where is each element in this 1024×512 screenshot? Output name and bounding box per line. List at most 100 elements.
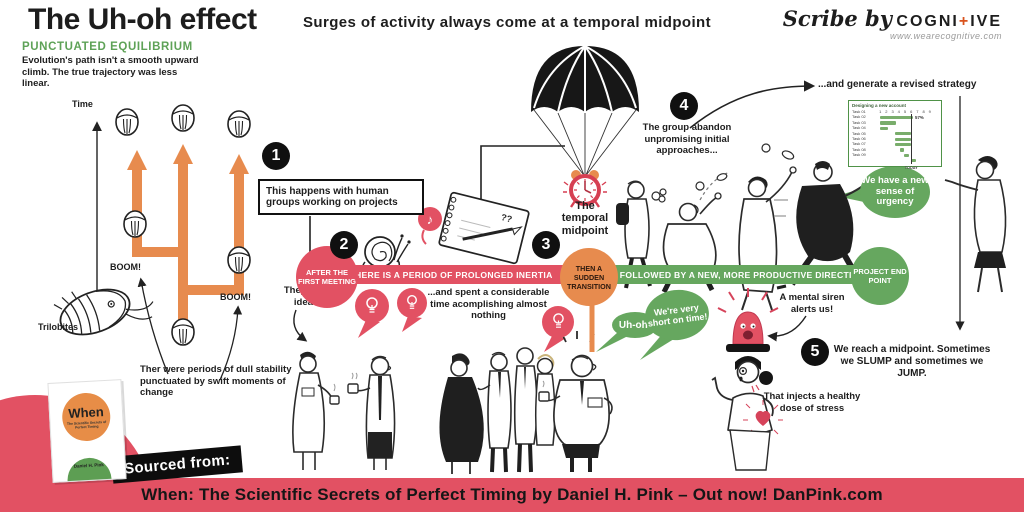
lightbulb-icon <box>366 296 378 313</box>
brand-logo: Scribe by COGNI+IVE www.wearecognitive.c… <box>783 6 1002 41</box>
chart-task-label: Task 03 <box>852 119 866 125</box>
book-cover-circle: When The Scientific Secrets of Perfect T… <box>61 391 112 443</box>
chart-row <box>874 126 936 131</box>
chart-task-label: Task 08 <box>852 146 866 152</box>
logo-script-text: Scribe by <box>782 6 892 31</box>
chart-row <box>874 153 936 158</box>
chart-bar <box>911 159 916 163</box>
step-3-marker: 3 <box>532 231 560 259</box>
time-label: Time <box>72 99 93 109</box>
book-author-circle: Daniel H. Pink <box>66 456 113 483</box>
step-4-marker: 4 <box>670 92 698 120</box>
chart-tick: 7 <box>916 109 919 114</box>
chart-row <box>874 147 936 152</box>
chart-bar <box>900 148 905 152</box>
chart-task-label: Task 07 <box>852 141 866 147</box>
trilobites-label: Trilobites <box>38 322 79 332</box>
step-2-marker: 2 <box>330 231 358 259</box>
stress-callout: That injects a healthy dose of stress <box>763 391 861 414</box>
person-backpack <box>616 180 667 289</box>
chart-tick: 4 <box>897 109 900 114</box>
timeline-transition-node: THEN A SUDDEN TRANSITION <box>560 248 618 306</box>
chart-annotation: 57% <box>915 115 924 120</box>
book-subtitle: The Scientific Secrets of Perfect Timing <box>66 419 107 430</box>
person-woman-black-dress <box>439 353 484 474</box>
notepad-scribble: ?? <box>500 212 513 224</box>
chart-task-label: Task 09 <box>852 152 866 158</box>
music-note-bubble: ♪ <box>418 207 442 245</box>
chart-row <box>874 137 936 142</box>
step-1-marker: 1 <box>262 142 290 170</box>
chart-tick: 6 <box>910 109 913 114</box>
siren-arrow <box>767 315 807 342</box>
heart-icon <box>743 400 783 435</box>
swoosh-arrow-revised <box>689 80 816 129</box>
page-subtitle: Surges of activity always come at a temp… <box>303 14 711 31</box>
lightbulb-icon <box>552 313 564 328</box>
person-startled-man <box>538 304 613 472</box>
person-pointing-woman <box>944 156 1007 293</box>
boom-label-right: BOOM! <box>220 292 251 302</box>
siren-icon <box>717 288 779 352</box>
chart-title: Designing a new account <box>852 103 907 108</box>
person-man-suit <box>477 351 512 473</box>
timeline-end-node: PROJECT END POINT <box>851 247 909 305</box>
person-woman-coffee <box>292 351 340 470</box>
logo-url: www.wearecognitive.com <box>889 31 1002 41</box>
section-heading: PUNCTUATED EQUILIBRIUM <box>22 41 193 53</box>
temporal-midpoint-label: The temporal midpoint <box>561 200 609 237</box>
chart-tick: 1 <box>879 109 882 114</box>
chart-row <box>874 142 936 147</box>
revised-callout: ...and generate a revised strategy <box>818 79 977 90</box>
book-author: Daniel H. Pink <box>73 462 104 469</box>
chart-row <box>874 158 936 163</box>
music-note-icon: ♪ <box>427 212 434 227</box>
step-5-note: We reach a midpoint. Sometimes we SLUMP … <box>833 344 991 380</box>
chart-bar <box>880 121 897 125</box>
lightbulb-bubble-1 <box>355 289 389 323</box>
chart-task-label: Task 05 <box>852 130 866 136</box>
notepad-icon: ?? <box>438 191 530 265</box>
evolution-tree-icon <box>127 144 249 327</box>
chart-bar <box>880 116 914 120</box>
chart-tick: 3 <box>891 109 894 114</box>
chart-bar <box>880 126 888 130</box>
parachute-icon <box>531 45 639 176</box>
step-4-note: The group abandon unpromising initial ap… <box>642 122 732 157</box>
footer-text: When: The Scientific Secrets of Perfect … <box>141 485 883 504</box>
chart-bar <box>895 132 912 136</box>
urgency-bubble: We have a new sense of urgency <box>860 166 930 218</box>
spent-callout: ...and spent a considerable time acompli… <box>427 287 550 322</box>
step-5-marker: 5 <box>801 338 829 366</box>
chart-bar <box>903 153 910 157</box>
alarm-clock-icon <box>563 170 607 208</box>
step-1-note: This happens with human groups working o… <box>258 179 424 215</box>
chart-bar <box>895 142 912 147</box>
chart-task-label: Task 04 <box>852 125 866 131</box>
boom-label-left: BOOM! <box>110 262 141 272</box>
chart-today-label: TODAY <box>904 165 918 170</box>
lightbulb-icon <box>407 294 417 309</box>
chart-tick: 9 <box>928 109 931 114</box>
book-cover: When The Scientific Secrets of Perfect T… <box>47 379 127 483</box>
lightbulb-bubble-2 <box>397 288 427 318</box>
productive-banner: FOLLOWED BY A NEW, MORE PRODUCTIVE DIREC… <box>605 265 880 284</box>
evolution-note: Ther were periods of dull stability punc… <box>140 364 292 399</box>
chart-bar <box>895 137 912 141</box>
chart-task-label: Task 01 <box>852 109 866 114</box>
red-bubble-tails <box>358 316 566 352</box>
talked-arrow <box>293 309 308 342</box>
chart-row <box>874 131 936 136</box>
chart-row <box>874 120 936 125</box>
logo-brand-text: COGNI+IVE <box>896 13 1002 30</box>
inertia-banner: THERE IS A PERIOD OF PROLONGED INERTIA <box>327 265 575 284</box>
chart-rows: 57% <box>874 115 936 164</box>
logo-brand-pre: COGNI <box>896 13 959 30</box>
logo-plus-icon: + <box>958 13 971 30</box>
chart-tick: 5 <box>903 109 907 114</box>
